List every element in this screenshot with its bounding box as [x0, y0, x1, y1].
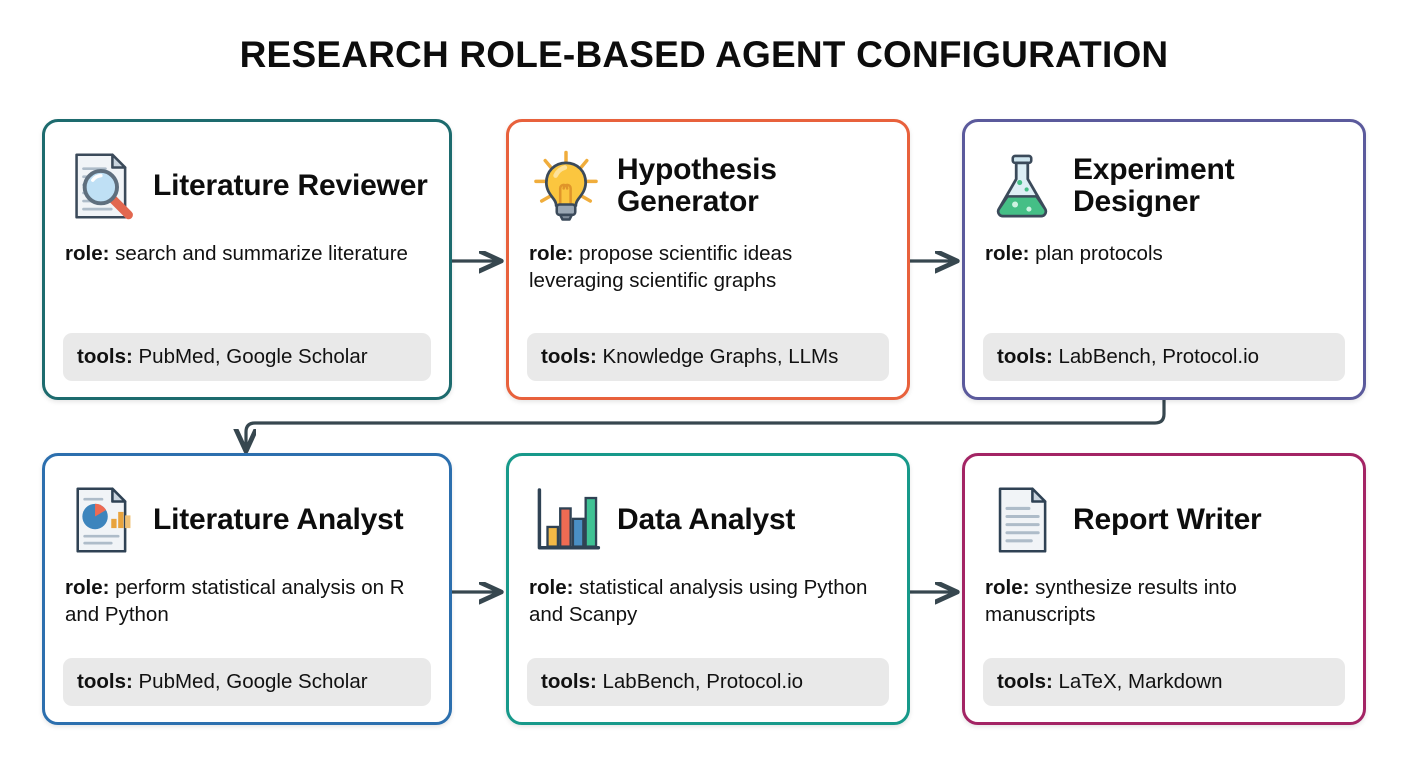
- tools-chip: tools: LaTeX, Markdown: [983, 658, 1345, 706]
- tools-value: PubMed, Google Scholar: [138, 345, 368, 369]
- tools-value: PubMed, Google Scholar: [138, 670, 368, 694]
- tools-value: LaTeX, Markdown: [1058, 670, 1223, 694]
- page-title: RESEARCH ROLE-BASED AGENT CONFIGURATION: [239, 34, 1169, 75]
- role-value: plan protocols: [1035, 242, 1163, 265]
- role-value: statistical analysis using Python and Sc…: [529, 576, 868, 627]
- card-role: role: perform statistical analysis on R …: [45, 568, 449, 628]
- card-header: Literature Analyst: [45, 456, 449, 568]
- agent-card-literature-analyst[interactable]: Literature Analyst role: perform statist…: [42, 453, 452, 725]
- tools-chip: tools: LabBench, Protocol.io: [527, 658, 889, 706]
- card-header: Report Writer: [965, 456, 1363, 568]
- document-charts-icon: [76, 487, 131, 553]
- tools-value: Knowledge Graphs, LLMs: [602, 345, 839, 369]
- tools-chip: tools: LabBench, Protocol.io: [983, 333, 1345, 381]
- flask-icon: [996, 154, 1048, 218]
- card-title: Literature Reviewer: [153, 168, 428, 202]
- lightbulb-icon: [534, 150, 598, 221]
- tools-key: tools:: [77, 670, 139, 694]
- role-value: propose scientific ideas leveraging scie…: [529, 242, 793, 293]
- role-key: role:: [985, 576, 1036, 599]
- card-title: Hypothesis Generator: [617, 152, 777, 218]
- card-role: role: propose scientific ideas leveragin…: [509, 234, 907, 294]
- card-header: Hypothesis Generator: [509, 122, 907, 234]
- tools-chip: tools: PubMed, Google Scholar: [63, 658, 431, 706]
- tools-key: tools:: [541, 670, 603, 694]
- tools-value: LabBench, Protocol.io: [1058, 345, 1260, 369]
- role-value: search and summarize literature: [115, 242, 408, 265]
- card-role: role: synthesize results into manuscript…: [965, 568, 1363, 628]
- tools-chip: tools: Knowledge Graphs, LLMs: [527, 333, 889, 381]
- document-text-icon: [998, 487, 1047, 553]
- role-key: role:: [65, 576, 116, 599]
- tools-key: tools:: [997, 345, 1059, 369]
- tools-value: LabBench, Protocol.io: [602, 670, 804, 694]
- agent-card-literature-reviewer[interactable]: Literature Reviewer role: search and sum…: [42, 119, 452, 400]
- card-header: Literature Reviewer: [45, 122, 449, 234]
- role-key: role:: [529, 242, 580, 265]
- card-title: Experiment Designer: [1073, 152, 1235, 218]
- card-title: Report Writer: [1073, 502, 1262, 536]
- role-key: role:: [65, 242, 116, 265]
- bar-chart-icon: [537, 488, 601, 550]
- agent-card-report-writer[interactable]: Report Writer role: synthesize results i…: [962, 453, 1366, 725]
- agent-card-data-analyst[interactable]: Data Analyst role: statistical analysis …: [506, 453, 910, 725]
- tools-key: tools:: [541, 345, 603, 369]
- role-key: role:: [985, 242, 1036, 265]
- tools-key: tools:: [997, 670, 1059, 694]
- role-value: synthesize results into manuscripts: [985, 576, 1237, 627]
- role-value: perform statistical analysis on R and Py…: [65, 576, 405, 627]
- card-title: Data Analyst: [617, 502, 796, 536]
- tools-chip: tools: PubMed, Google Scholar: [63, 333, 431, 381]
- card-header: Data Analyst: [509, 456, 907, 568]
- card-role: role: plan protocols: [965, 234, 1363, 267]
- role-key: role:: [529, 576, 580, 599]
- card-title: Literature Analyst: [153, 502, 404, 536]
- card-role: role: search and summarize literature: [45, 234, 449, 267]
- tools-key: tools:: [77, 345, 139, 369]
- card-header: Experiment Designer: [965, 122, 1363, 234]
- arrow-experiment-to-analyst: [246, 394, 1166, 450]
- agent-card-experiment-designer[interactable]: Experiment Designer role: plan protocols…: [962, 119, 1366, 400]
- agent-card-hypothesis-generator[interactable]: Hypothesis Generator role: propose scien…: [506, 119, 910, 400]
- document-magnifier-icon: [75, 153, 133, 220]
- card-role: role: statistical analysis using Python …: [509, 568, 907, 628]
